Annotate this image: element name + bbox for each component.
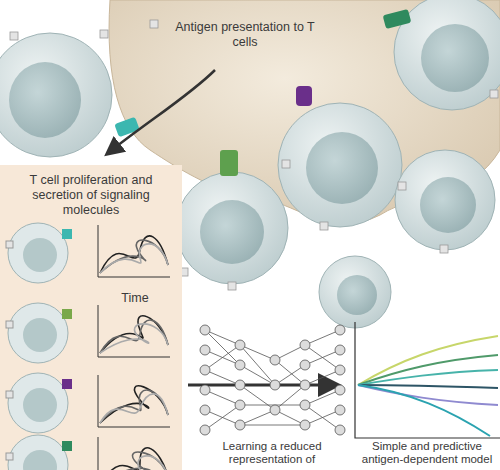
callout-label: Antigen presentation to T cells <box>175 20 315 50</box>
leader-arrow <box>112 70 215 150</box>
t-cell <box>0 33 140 157</box>
t-cell <box>319 256 391 328</box>
model-chart <box>355 322 500 438</box>
panel-box: T cell proliferation and secretion of si… <box>0 165 182 470</box>
panel-heading: T cell proliferation and secretion of si… <box>8 173 174 218</box>
model-caption: Simple and predictive antigen-dependent … <box>354 440 500 466</box>
t-cell <box>395 150 495 250</box>
receptor <box>296 86 312 106</box>
autoencoder-network <box>200 325 345 435</box>
method-caption: Learning a reduced representation of <box>192 440 352 466</box>
axis-label: Time <box>112 291 158 306</box>
t-cell <box>278 103 402 227</box>
t-cell <box>176 150 288 284</box>
t-cell <box>383 0 500 110</box>
